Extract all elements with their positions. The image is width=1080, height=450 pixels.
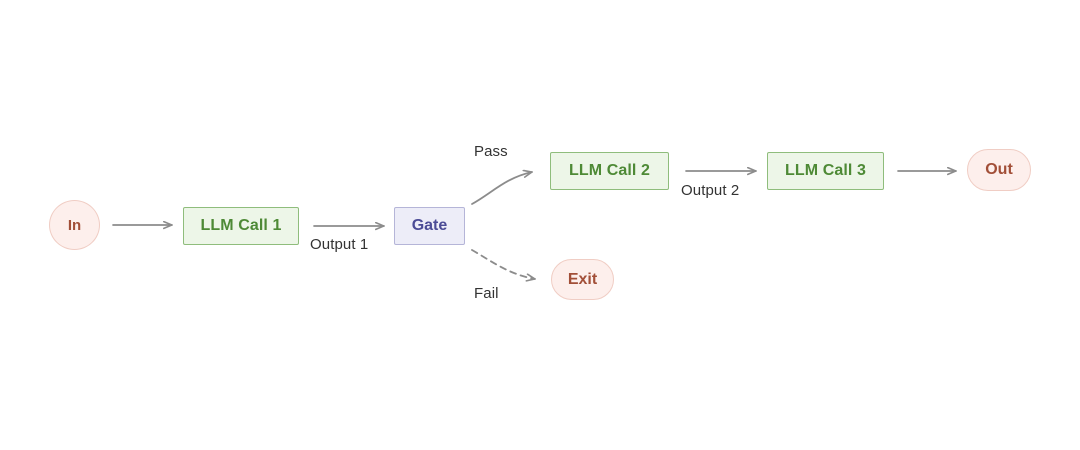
node-gate[interactable]: Gate: [394, 207, 465, 245]
node-exit-label: Exit: [567, 270, 598, 288]
node-llm-call-2-label: LLM Call 2: [568, 162, 650, 179]
edge-gate-to-call2-pass: [471, 172, 533, 205]
node-exit[interactable]: Exit: [551, 259, 614, 300]
node-llm-call-1-label: LLM Call 1: [200, 217, 282, 234]
node-llm-call-2[interactable]: LLM Call 2: [550, 152, 669, 190]
edge-label-fail: Fail: [474, 285, 499, 302]
node-in[interactable]: In: [49, 200, 100, 250]
node-in-label: In: [67, 216, 82, 234]
edge-label-output-2: Output 2: [681, 182, 740, 199]
node-out-label: Out: [985, 161, 1013, 178]
node-out[interactable]: Out: [967, 149, 1031, 191]
edge-label-output-1: Output 1: [310, 236, 369, 253]
edge-label-pass: Pass: [474, 143, 508, 160]
node-llm-call-3-label: LLM Call 3: [784, 162, 866, 179]
edge-gate-to-exit-fail: [471, 249, 536, 279]
node-llm-call-3[interactable]: LLM Call 3: [767, 152, 884, 190]
node-gate-label: Gate: [411, 217, 448, 234]
node-llm-call-1[interactable]: LLM Call 1: [183, 207, 299, 245]
